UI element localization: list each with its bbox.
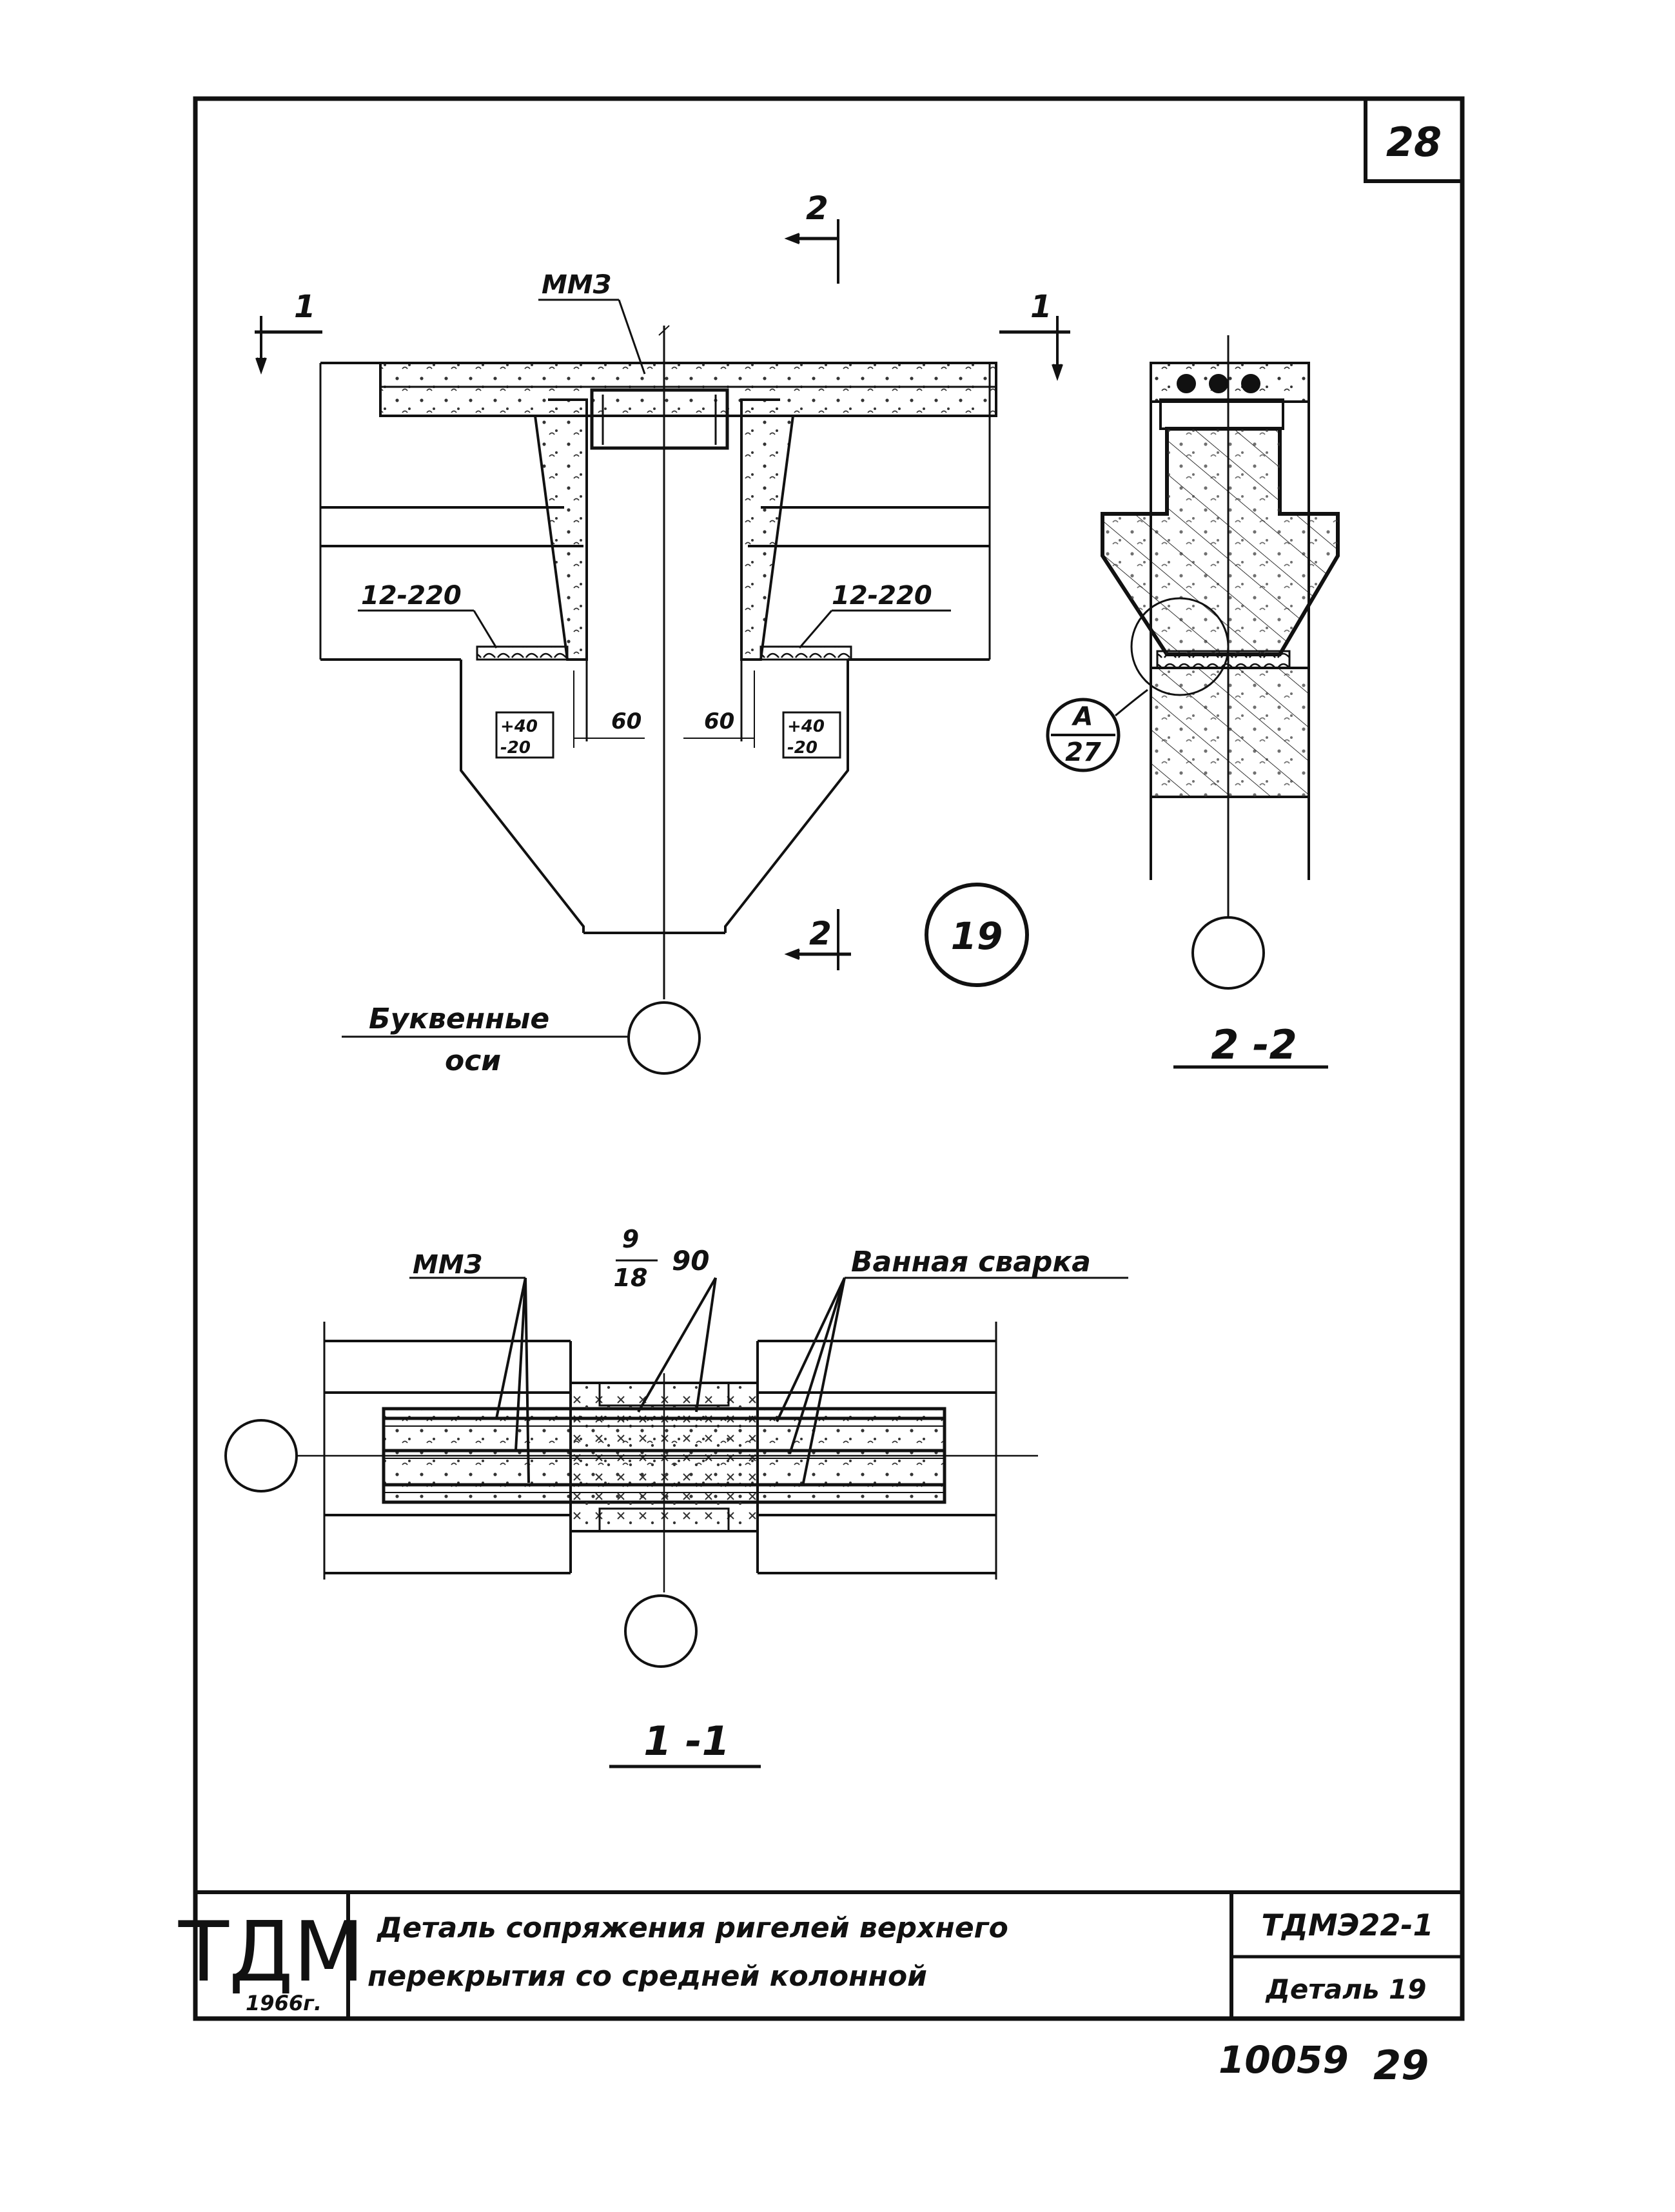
axes-label-line2: оси xyxy=(445,1044,501,1077)
fraction-right: 90 xyxy=(672,1245,709,1277)
archive-marks: 10059 29 xyxy=(1219,2038,1429,2089)
tdm-logo: ТДМ xyxy=(178,1904,365,2001)
plan-view xyxy=(255,219,1070,1075)
axes-label-line1: Буквенные xyxy=(369,1003,549,1035)
title-block-text: ТДМ 1966г. Деталь сопряжения ригелей вер… xyxy=(178,1904,1434,2015)
plan-view-labels: 1 1 2 2 ММЗ 12-220 12-220 +40 -20 +40 -2… xyxy=(294,190,1052,1077)
weld-left-label: 12-220 xyxy=(361,581,462,611)
document-code: ТДМЭ22-1 xyxy=(1262,1908,1434,1943)
section-2-2-labels: А 27 2 -2 xyxy=(1065,702,1297,1068)
dim-right: 60 xyxy=(704,709,734,734)
fraction-bottom: 18 xyxy=(614,1264,648,1292)
title-block xyxy=(195,1890,1462,2019)
section-2-2-title: 2 -2 xyxy=(1211,1021,1297,1068)
section-1-1 xyxy=(224,1259,1128,1768)
tol-left-bottom: -20 xyxy=(500,738,531,758)
page-number-box: 28 xyxy=(1364,97,1464,183)
archive-code: 10059 xyxy=(1219,2038,1349,2082)
sheet-frame xyxy=(193,96,1465,2021)
tol-right-bottom: -20 xyxy=(787,738,818,758)
callout-bottom: 27 xyxy=(1065,738,1101,767)
page-number: 28 xyxy=(1386,119,1442,166)
section-1-1-labels: ММЗ 9 18 90 Ванная сварка 1 -1 xyxy=(413,1225,1091,1765)
year-label: 1966г. xyxy=(246,1991,322,2015)
archive-page: 29 xyxy=(1373,2042,1429,2089)
section-2-bottom-mark: 2 xyxy=(809,915,832,952)
fraction-top: 9 xyxy=(622,1225,639,1253)
weld-type-label: Ванная сварка xyxy=(851,1246,1091,1278)
section-2-top-mark: 2 xyxy=(806,190,828,227)
section-mmz-label: ММЗ xyxy=(413,1250,482,1280)
detail-number: Деталь 19 xyxy=(1265,1973,1427,2005)
title-line-2: перекрытия со средней колонной xyxy=(367,1960,927,1993)
section-2-2 xyxy=(1046,335,1340,1069)
weld-right-label: 12-220 xyxy=(832,581,932,611)
callout-top: А xyxy=(1072,702,1093,732)
tol-right-top: +40 xyxy=(787,717,825,736)
title-line-1: Деталь сопряжения ригелей верхнего xyxy=(376,1912,1008,1944)
plan-mmz-label: ММЗ xyxy=(542,270,611,300)
section-1-right-mark: 1 xyxy=(1030,289,1052,325)
section-1-1-title: 1 -1 xyxy=(643,1718,730,1765)
tol-left-top: +40 xyxy=(500,717,538,736)
detail-mark: 19 xyxy=(951,914,1003,958)
dim-left: 60 xyxy=(611,709,642,734)
section-1-left-mark: 1 xyxy=(294,289,315,325)
